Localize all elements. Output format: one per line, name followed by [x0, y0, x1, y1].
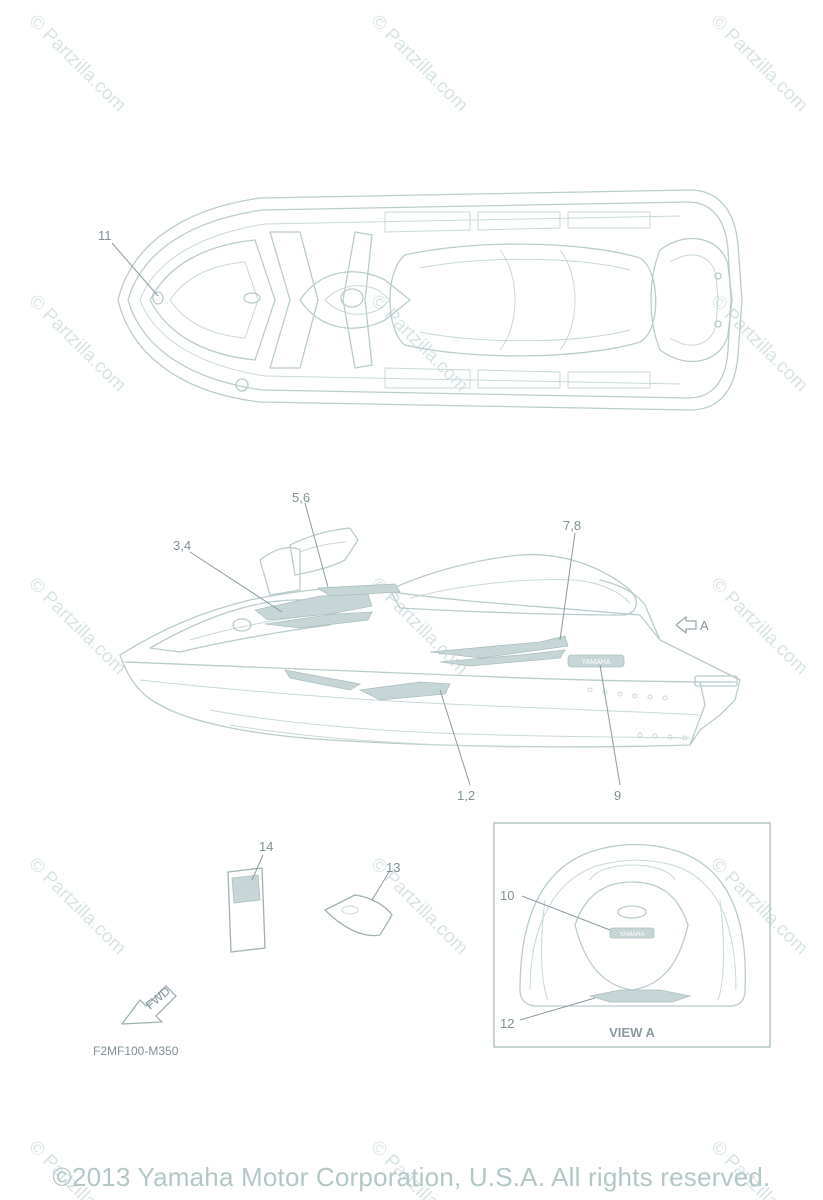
- decal-brand-text: YAMAHA: [581, 659, 610, 666]
- callout-13: 13: [386, 860, 400, 875]
- watermark: © Partzilla.com: [24, 291, 129, 396]
- top-view-watercraft: [117, 189, 743, 411]
- callout-3-4: 3,4: [173, 538, 191, 553]
- watermark: © Partzilla.com: [706, 291, 811, 396]
- decal-brand-text: YAMAHA: [620, 932, 645, 938]
- callout-a: A: [700, 618, 709, 633]
- callout-labels: 11 5,6 3,4 7,8 A 1,2 9 14 13 10 12: [98, 228, 709, 1031]
- copyright-notice: ©2013 Yamaha Motor Corporation, U.S.A. A…: [52, 1162, 771, 1192]
- watermark: © Partzilla.com: [366, 854, 471, 959]
- watermark: © Partzilla.com: [24, 11, 129, 116]
- view-a-label: VIEW A: [609, 1025, 655, 1040]
- callout-12: 12: [500, 1016, 514, 1031]
- watermark: © Partzilla.com: [706, 11, 811, 116]
- part-14-decal: [227, 867, 266, 953]
- callout-14: 14: [259, 839, 273, 854]
- watermark: © Partzilla.com: [24, 854, 129, 959]
- view-a-panel: YAMAHA VIEW A: [493, 822, 771, 1048]
- watermark: © Partzilla.com: [706, 574, 811, 679]
- callout-7-8: 7,8: [563, 518, 581, 533]
- callout-10: 10: [500, 888, 514, 903]
- part-13-sticker: [324, 894, 393, 937]
- view-a-arrow: [675, 616, 697, 634]
- callout-11: 11: [98, 228, 112, 243]
- watermarks: © Partzilla.com © Partzilla.com © Partzi…: [24, 11, 811, 1200]
- watermark: © Partzilla.com: [366, 11, 471, 116]
- watermark: © Partzilla.com: [24, 574, 129, 679]
- fwd-arrow: FWD: [121, 984, 177, 1025]
- watermark: © Partzilla.com: [706, 854, 811, 959]
- callout-1-2: 1,2: [457, 788, 475, 803]
- diagram-code: F2MF100-M350: [93, 1044, 179, 1058]
- side-view-watercraft: YAMAHA: [119, 527, 741, 748]
- callout-9: 9: [614, 788, 621, 803]
- callout-5-6: 5,6: [292, 490, 310, 505]
- leader-lines: [111, 242, 621, 1021]
